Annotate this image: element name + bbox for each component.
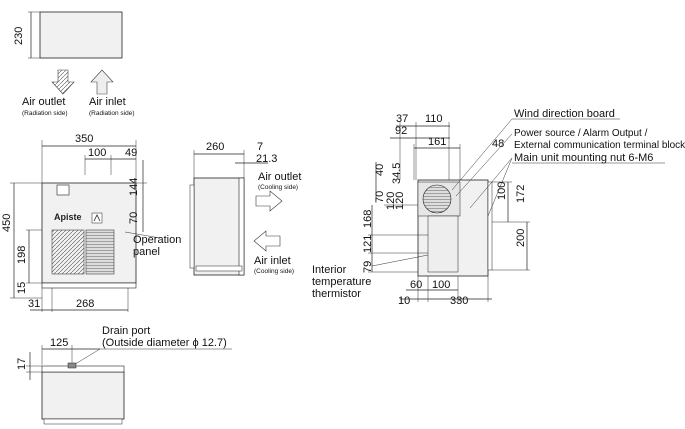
- back-dim-40: 40: [374, 164, 386, 176]
- back-dim-48: 48: [492, 138, 504, 150]
- front-dim-144: 144: [128, 178, 140, 196]
- top-view-body: [39, 11, 123, 59]
- air-outlet-sub: (Radiation side): [22, 110, 68, 117]
- back-dim-70: 70: [374, 191, 386, 203]
- back-dim-10: 10: [398, 295, 410, 307]
- drain-port-sub: (Outside diameter ϕ 12.7): [102, 337, 227, 349]
- cooling-outlet-label: Air outlet: [258, 171, 301, 183]
- mounting-nut-label: Main unit mounting nut 6-M6: [514, 152, 653, 164]
- external-terminals-label: External communication terminal blocks: [514, 140, 685, 151]
- front-dim-49: 49: [125, 147, 137, 159]
- thermistor-label-1: Interior: [312, 264, 347, 276]
- back-dim-200: 200: [515, 229, 527, 247]
- side-flange: [238, 177, 245, 276]
- back-dim-92: 92: [395, 125, 407, 137]
- back-dim-79: 79: [362, 261, 374, 273]
- left-arrow-icon: [253, 230, 281, 252]
- front-dim-70: 70: [128, 212, 140, 224]
- back-dim-120b: 120: [394, 192, 406, 210]
- fan-icon: [422, 184, 452, 214]
- front-dim-198: 198: [16, 246, 28, 264]
- top-view: 230: [13, 11, 123, 59]
- side-view: 260 7 21.3 Air outlet (Cooling side) Air…: [189, 141, 301, 276]
- side-rear-plate: [189, 184, 195, 269]
- air-outlet-label: Air outlet: [22, 96, 65, 108]
- up-arrow-icon: [90, 69, 114, 95]
- back-dim-100-right: 100: [496, 182, 508, 200]
- front-width-dim: 350: [75, 133, 93, 145]
- back-dim-60: 60: [410, 279, 422, 291]
- panel-icon: [93, 214, 101, 222]
- left-grille: [51, 229, 85, 275]
- operation-panel-label-1: Operation: [133, 234, 181, 246]
- bottom-view-body: [41, 371, 125, 420]
- bottom-dim-125: 125: [50, 337, 68, 349]
- front-dim-31: 31: [28, 298, 40, 310]
- back-dim-37: 37: [396, 113, 408, 125]
- cooling-inlet-sub: (Cooling side): [254, 268, 294, 275]
- front-height-dim: 450: [1, 214, 13, 232]
- radiation-arrows: Air outlet (Radiation side) Air inlet (R…: [22, 69, 135, 117]
- right-grille: [85, 229, 115, 275]
- back-dim-172: 172: [515, 185, 527, 203]
- back-dim-330: 330: [450, 295, 468, 307]
- power-source-label: Power source / Alarm Output /: [514, 128, 648, 139]
- front-dim-268: 268: [76, 298, 94, 310]
- drain-port-icon: [67, 362, 77, 369]
- cooling-inlet-label: Air inlet: [254, 255, 291, 267]
- front-dim-100: 100: [88, 147, 106, 159]
- side-dim-21-3: 21.3: [256, 153, 277, 165]
- down-arrow-icon: [51, 69, 75, 95]
- thermistor-label-3: thermistor: [312, 288, 361, 300]
- bottom-base: [43, 418, 123, 425]
- operation-panel: [91, 212, 103, 224]
- side-depth-dim: 260: [206, 141, 224, 153]
- air-inlet-label: Air inlet: [89, 96, 126, 108]
- back-dim-168: 168: [362, 210, 374, 228]
- front-view: 350 100 49 Apiste 144 70 Operation panel…: [1, 133, 181, 312]
- side-dim-7: 7: [257, 141, 263, 153]
- bottom-view: 125 Drain port (Outside diameter ϕ 12.7)…: [16, 325, 232, 425]
- side-view-body: [193, 177, 245, 276]
- front-dim-15: 15: [16, 282, 28, 294]
- brand-logo: Apiste: [54, 212, 82, 222]
- cooling-outlet-sub: (Cooling side): [258, 184, 298, 191]
- back-dim-110: 110: [425, 113, 443, 125]
- bottom-dim-17: 17: [16, 358, 28, 370]
- operation-panel-label-2: panel: [133, 246, 160, 258]
- bottom-flange: [41, 365, 125, 373]
- back-dim-161: 161: [428, 136, 446, 148]
- right-arrow-icon: [255, 190, 283, 212]
- drain-port-label: Drain port: [102, 325, 150, 337]
- air-inlet-sub: (Radiation side): [89, 110, 135, 117]
- wind-direction-board-label: Wind direction board: [514, 108, 615, 120]
- front-base: [41, 282, 137, 289]
- back-panel: [427, 215, 459, 273]
- thermistor-label-2: temperature: [312, 276, 371, 288]
- back-view: 37 110 92 161 48 40 70 34.5 120 120 168 …: [312, 108, 685, 307]
- back-dim-120a: 120: [385, 192, 397, 210]
- side-base: [195, 265, 243, 272]
- indicator-window: [56, 184, 70, 196]
- top-height-dim: 230: [13, 27, 25, 45]
- back-dim-34-5: 34.5: [391, 163, 403, 184]
- back-dim-100-bottom: 100: [432, 279, 450, 291]
- back-right-flange: [487, 181, 493, 271]
- back-dim-121: 121: [362, 235, 374, 253]
